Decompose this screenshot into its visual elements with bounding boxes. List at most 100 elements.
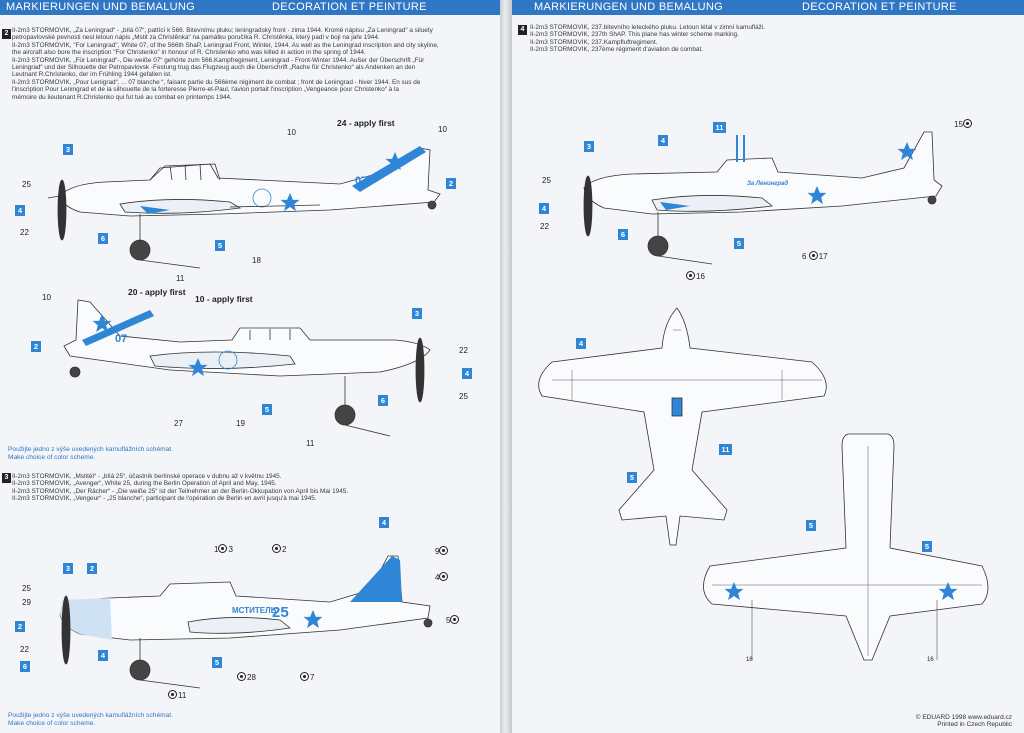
callout-apply-10: 10 - apply first: [195, 294, 253, 304]
callout-16a: 16: [686, 271, 705, 281]
callout-4: 4: [435, 572, 449, 582]
decal-circle-icon: [218, 544, 228, 553]
callout-22c: 22: [20, 645, 29, 654]
callout-16b: 16: [746, 657, 753, 663]
tag-4b: 4: [462, 368, 472, 379]
callout-25c: 25: [22, 584, 31, 593]
tag-4e: 4: [658, 135, 668, 146]
callout-apply-24: 24 - apply first: [337, 118, 395, 128]
decal-circle-icon: [439, 572, 449, 581]
tag-5b: 5: [262, 404, 272, 415]
callout-27: 27: [174, 419, 183, 428]
tag-2d: 2: [15, 621, 25, 632]
callout-10a: 10: [287, 128, 296, 137]
tag-3b: 3: [412, 308, 422, 319]
tag-11b: 11: [719, 444, 732, 455]
tag-3d: 3: [584, 141, 594, 152]
tag-4d: 4: [379, 517, 389, 528]
tag-4c: 4: [98, 650, 108, 661]
callout-11c: 11: [168, 690, 186, 700]
decal-circle-icon: [168, 690, 177, 699]
aircraft-3-profile: [59, 555, 433, 689]
tag-5f: 5: [806, 520, 816, 531]
callout-25d: 25: [542, 176, 551, 185]
callout-25a: 25: [22, 180, 31, 189]
callout-11b: 11: [306, 439, 315, 448]
scheme-3-description: Il-2m3 STORMOVIK, „Mstitěl“ - „bílá 25“,…: [12, 473, 349, 503]
aircraft-2-profile-top: [47, 146, 441, 269]
right-drawings: [538, 131, 989, 661]
scheme-2-note: Použijte jedno z výše uvedených kamufláž…: [8, 446, 173, 461]
aircraft-4-profile: [583, 131, 943, 265]
slogan-mstitel: МСТИТЕЛЬ: [232, 606, 277, 615]
aircraft-4-top-view: [538, 307, 827, 546]
callout-5: 5: [446, 615, 460, 625]
callout-18: 18: [252, 256, 261, 265]
scheme-4-description: Il-2m3 STORMOVIK, 237.bitevního leteckéh…: [530, 24, 766, 54]
scheme-3-badge: 3: [2, 473, 11, 483]
callout-22b: 22: [459, 346, 468, 355]
callout-15: 15: [954, 119, 973, 129]
tag-11a: 11: [713, 122, 726, 133]
tag-5g: 5: [922, 541, 932, 552]
aircraft-2-profile-bottom: [63, 299, 431, 437]
callout-2: 2: [272, 544, 286, 554]
slogan-za-leningrad: За Ленинград: [747, 181, 789, 187]
footer-credits: © EDUARD 1998 www.eduard.cz Printed in C…: [915, 714, 1012, 728]
callout-22d: 22: [540, 222, 549, 231]
tag-2b: 2: [31, 341, 41, 352]
header-title-fr: DECORATION ET PEINTURE: [272, 1, 427, 13]
left-page: MARKIERUNGEN UND BEMALUNG DECORATION ET …: [0, 0, 500, 733]
tag-3c: 3: [63, 563, 73, 574]
callout-7: 7: [300, 672, 314, 682]
tag-4a: 4: [15, 205, 25, 216]
callout-19: 19: [236, 419, 245, 428]
callout-9: 9: [435, 546, 449, 556]
tag-6d: 6: [618, 229, 628, 240]
tag-4g: 4: [576, 338, 586, 349]
tag-5d: 5: [734, 238, 744, 249]
tag-6a: 6: [98, 233, 108, 244]
callout-16c: 16: [927, 657, 934, 663]
right-page: MARKIERUNGEN UND BEMALUNG DECORATION ET …: [512, 0, 1024, 733]
decal-circle-icon: [237, 672, 246, 681]
callout-28: 28: [237, 672, 256, 682]
tag-5c: 5: [212, 657, 222, 668]
decal-circle-icon: [272, 544, 281, 553]
tag-2a: 2: [446, 178, 456, 189]
decal-circle-icon: [808, 251, 818, 260]
header-title-de: MARKIERUNGEN UND BEMALUNG: [6, 1, 196, 13]
callout-29: 29: [22, 598, 31, 607]
callout-6-17: 6 17: [802, 251, 828, 261]
header-title-de-right: MARKIERUNGEN UND BEMALUNG: [534, 1, 724, 13]
tag-2c: 2: [87, 563, 97, 574]
decal-circle-icon: [686, 271, 695, 280]
page-gutter: [500, 0, 512, 733]
aircraft-4-bottom-view: [703, 433, 989, 661]
tag-5a: 5: [215, 240, 225, 251]
scheme-2-description: Il-2m3 STORMOVIK, „Za Leningrad“ - „bílá…: [12, 27, 439, 101]
code-07-marking-1: 07: [355, 175, 368, 187]
callout-25b: 25: [459, 392, 468, 401]
tag-6c: 6: [20, 661, 30, 672]
callout-11a: 11: [176, 274, 185, 283]
tag-6b: 6: [378, 395, 388, 406]
tag-3a: 3: [63, 144, 73, 155]
scheme-3-note: Použijte jedno z výše uvedených kamufláž…: [8, 712, 173, 727]
code-07-marking-2: 07: [115, 333, 128, 345]
scheme-4-badge: 4: [518, 25, 527, 35]
decal-circle-icon: [439, 546, 449, 555]
left-drawings: [47, 146, 441, 689]
code-25-marking: 25: [272, 604, 289, 621]
left-header: MARKIERUNGEN UND BEMALUNG DECORATION ET …: [0, 0, 500, 15]
callout-10c: 10: [42, 293, 51, 302]
tag-4f: 4: [539, 203, 549, 214]
decal-circle-icon: [300, 672, 309, 681]
callout-10b: 10: [438, 125, 447, 134]
header-title-fr-right: DECORATION ET PEINTURE: [802, 1, 957, 13]
callout-apply-20: 20 - apply first: [128, 287, 186, 297]
right-header: MARKIERUNGEN UND BEMALUNG DECORATION ET …: [512, 0, 1024, 15]
decal-circle-icon: [450, 615, 460, 624]
scheme-2-badge: 2: [2, 29, 11, 39]
